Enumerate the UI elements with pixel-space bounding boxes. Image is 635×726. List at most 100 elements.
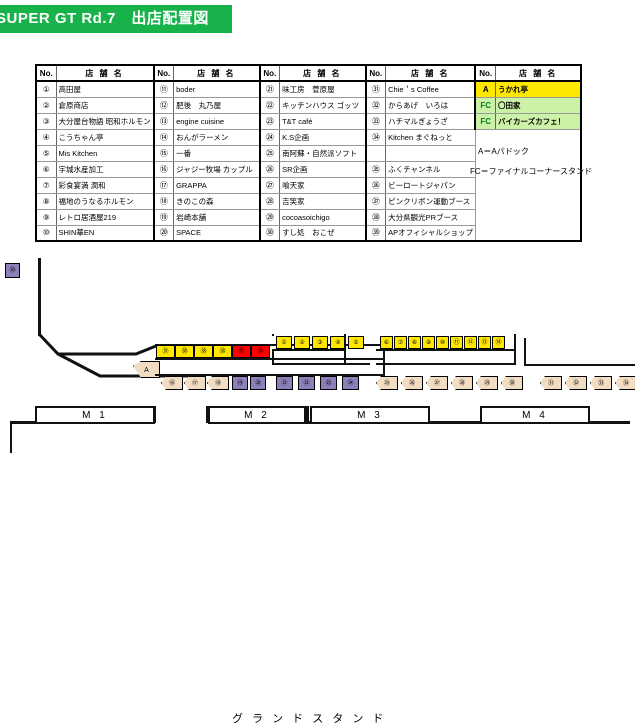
booth-marker[interactable]: ⑲ xyxy=(232,376,248,390)
booth-marker[interactable]: ㊴ xyxy=(251,345,270,358)
cell-shop-name: K.S企画 xyxy=(279,128,367,146)
booth-marker[interactable]: ⑩ xyxy=(436,336,449,349)
cell-no: A xyxy=(474,80,496,98)
cell-shop-name: T&T café xyxy=(279,112,367,130)
booth-marker[interactable]: ⑱ xyxy=(207,376,229,390)
cell-shop-name: レトロ居酒屋219 xyxy=(55,208,155,226)
col-header-name: 店 舗 名 xyxy=(385,64,476,82)
booth-marker[interactable]: ⑯ xyxy=(161,376,183,390)
cell-no: ㊳ xyxy=(364,208,387,226)
col-header-name: 店 舗 名 xyxy=(173,64,261,82)
cell-no: ㉘ xyxy=(258,192,281,210)
booth-marker[interactable]: ㉛ xyxy=(540,376,562,390)
cell-no: FC xyxy=(474,112,496,130)
cell-no xyxy=(475,145,496,161)
booth-marker[interactable]: ㉖ xyxy=(401,376,423,390)
booth-marker[interactable]: ㉓ xyxy=(320,376,337,390)
booth-marker[interactable]: ㉑ xyxy=(276,376,293,390)
cell-shop-name xyxy=(495,145,582,161)
booth-marker[interactable]: ㉔ xyxy=(342,376,359,390)
booth-marker[interactable]: ⑦ xyxy=(394,336,407,349)
booth-marker[interactable]: ⑭ xyxy=(492,336,505,349)
booth-marker[interactable]: ㉝ xyxy=(590,376,612,390)
cell-no: ⑩ xyxy=(35,224,57,242)
booth-marker[interactable]: ㊴ xyxy=(232,345,251,358)
cell-shop-name xyxy=(495,225,582,241)
grandstand-label: M 4 xyxy=(480,406,590,424)
cell-no xyxy=(475,177,496,193)
booth-marker[interactable]: ⑥ xyxy=(380,336,393,349)
booth-marker[interactable]: ㊳ xyxy=(194,345,213,358)
cell-shop-name: SR企画 xyxy=(279,160,367,178)
booth-marker[interactable]: ⑰ xyxy=(184,376,206,390)
cell-shop-name xyxy=(385,144,476,162)
booth-marker[interactable]: ⑨ xyxy=(422,336,435,349)
grandstand-label: M 2 xyxy=(208,406,306,424)
cell-no: ⑬ xyxy=(152,112,175,130)
cell-shop-name: Mis Kitchen xyxy=(55,144,155,162)
cell-shop-name: ピンクリボン運動ブース xyxy=(385,192,476,210)
booth-marker[interactable]: ㉙ xyxy=(476,376,498,390)
booth-marker[interactable]: ⑬ xyxy=(478,336,491,349)
booth-marker[interactable]: ⑤ xyxy=(348,336,364,349)
booth-marker[interactable]: ㊳ xyxy=(213,345,232,358)
booth-marker[interactable]: ㉚ xyxy=(501,376,523,390)
booth-marker[interactable]: ⑧ xyxy=(408,336,421,349)
cell-shop-name: 倉原商店 xyxy=(55,96,155,114)
booth-marker[interactable]: ② xyxy=(294,336,310,349)
booth-marker[interactable]: ㉕ xyxy=(376,376,398,390)
cell-shop-name: おんがラーメン xyxy=(173,128,261,146)
legend-fc-stand: FC＝ファイナルコーナースタンド xyxy=(470,167,592,176)
booth-marker[interactable]: ㉒ xyxy=(298,376,315,390)
booth-marker[interactable]: ㉞ xyxy=(615,376,635,390)
cell-no: ㉑ xyxy=(258,80,281,98)
cell-shop-name: 吉笑家 xyxy=(279,192,367,210)
cell-shop-name: Kitchen まぐねっと xyxy=(385,128,476,146)
booth-marker[interactable]: ㉘ xyxy=(451,376,473,390)
cell-no: ⑥ xyxy=(35,160,57,178)
cell-no xyxy=(475,161,496,177)
cell-shop-name: 味工房 菅原屋 xyxy=(279,80,367,98)
booth-marker[interactable]: ㉗ xyxy=(426,376,448,390)
cell-no: ㉛ xyxy=(364,80,387,98)
cell-shop-name: うかれ亭 xyxy=(494,80,582,98)
marker-corner-purple[interactable]: ⑳ xyxy=(5,263,20,278)
cell-shop-name: 福地のうなるホルモン xyxy=(55,192,155,210)
track-line-left-vertical xyxy=(38,258,41,336)
cell-shop-name: こうちゃん亭 xyxy=(55,128,155,146)
col-header-name: 店 舗 名 xyxy=(55,64,155,82)
cell-shop-name: 喰天家 xyxy=(279,176,367,194)
cell-shop-name: 一番 xyxy=(173,144,261,162)
booth-marker[interactable]: ㉜ xyxy=(565,376,587,390)
cell-no: ㉒ xyxy=(258,96,281,114)
cell-no: ㉝ xyxy=(364,112,387,130)
grandstand-label: M 1 xyxy=(35,406,155,424)
cell-no xyxy=(475,209,496,225)
cell-shop-name: boder xyxy=(173,80,261,98)
grandstand-caption: グ ラ ン ド ス タ ン ド xyxy=(232,713,387,725)
cell-shop-name: 南阿蘇・自然派ソフト xyxy=(279,144,367,162)
booth-marker[interactable]: ⑪ xyxy=(450,336,463,349)
booth-marker[interactable]: ③ xyxy=(312,336,328,349)
cell-shop-name: SHIN華EN xyxy=(55,224,155,242)
cell-no: ⑭ xyxy=(152,128,175,146)
booth-marker[interactable]: ⑳ xyxy=(250,376,266,390)
cell-no: ㉜ xyxy=(364,96,387,114)
cell-shop-name: 肥後 丸乃屋 xyxy=(173,96,261,114)
cell-shop-name: ジャジー牧場 カップル xyxy=(173,160,261,178)
strip-d-box-bottom xyxy=(524,364,635,366)
booth-marker[interactable]: ㊲ xyxy=(156,345,175,358)
cell-no: ㉚ xyxy=(258,224,281,242)
booth-marker[interactable]: ⑫ xyxy=(464,336,477,349)
cell-no: ⑮ xyxy=(152,144,175,162)
booth-marker[interactable]: ① xyxy=(276,336,292,349)
grandstand-base-left xyxy=(10,423,12,453)
booth-marker[interactable]: ㊳ xyxy=(175,345,194,358)
cell-no: ⑤ xyxy=(35,144,57,162)
cell-shop-name: GRAPPA xyxy=(173,176,261,194)
